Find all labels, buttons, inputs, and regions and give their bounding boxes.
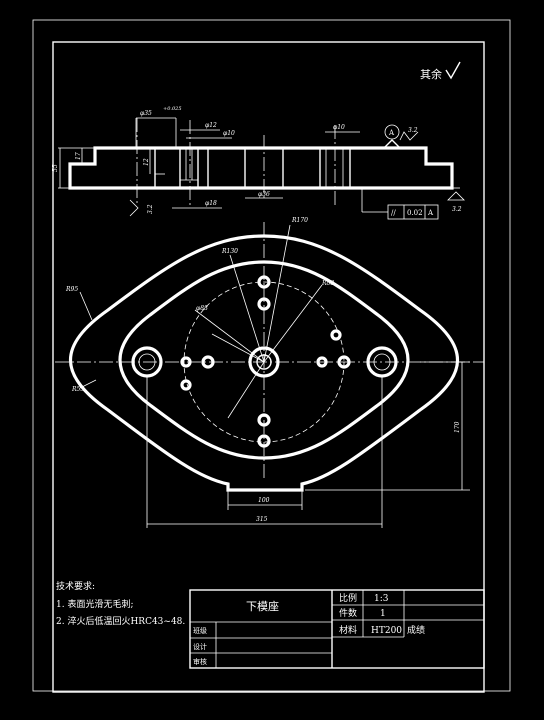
tolerance-frame (387, 204, 439, 220)
inner-contour (118, 260, 410, 460)
datum-a-label: A (388, 129, 395, 137)
qty-value: 1 (380, 609, 386, 619)
dim-r55: R55 (71, 386, 84, 393)
dim-phi12: φ12 (205, 122, 217, 129)
dowel-hole-top (257, 297, 271, 311)
roughness-bottom-icon (447, 191, 465, 201)
dim-r130: R130 (221, 248, 238, 255)
review-label: 审核 (193, 657, 207, 666)
rough-right: 3.2 (408, 127, 418, 134)
bolt-hole-left (180, 356, 192, 368)
dim-170: 170 (454, 421, 461, 433)
rough-bottom: 3.2 (452, 206, 462, 213)
bolt-hole-right-upper (330, 329, 342, 341)
roughness-left-icon (129, 199, 139, 217)
plan-view: R170 R130 R88 φ88 R95 R55 170 100 315 (55, 217, 484, 528)
dowel-hole-right (337, 355, 351, 369)
dim-100: 100 (258, 497, 270, 504)
dim-17: 17 (75, 152, 82, 160)
dim-r-circle: R88 (321, 280, 334, 287)
tol-value: 0.02 (407, 209, 423, 217)
part-name: 下模座 (246, 599, 279, 613)
class-label: 班级 (193, 626, 207, 635)
tol-ref: A (427, 209, 434, 217)
dim-phi10-right: φ10 (333, 124, 345, 131)
bolt-hole-left-lower (180, 379, 192, 391)
bolt-hole-bottom (257, 413, 271, 427)
dim-r95: R95 (65, 286, 78, 293)
roughness-check-icon (445, 61, 461, 80)
general-roughness-note: 其余 (420, 61, 461, 81)
material-value: HT200 (371, 626, 402, 636)
section-view: 55 17 12 φ35 +0.025 φ12 φ10 φ10 φ18 φ36 … (52, 106, 465, 220)
grade-label: 成绩 (407, 624, 425, 636)
dim-315: 315 (256, 516, 268, 523)
qty-label: 件数 (339, 607, 357, 619)
material-label: 材料 (339, 624, 357, 636)
dim-phi35: φ35 (140, 110, 152, 117)
dowel-hole-left (201, 355, 215, 369)
rough-left: 3.2 (147, 204, 154, 214)
scale-label: 比例 (339, 592, 357, 604)
roughness-right-icon (399, 131, 419, 141)
datum-marker (384, 124, 400, 140)
outer-border (32, 19, 511, 692)
central-bore (248, 346, 280, 378)
dim-12: 12 (143, 158, 150, 166)
tol-symbol: // (391, 209, 396, 217)
bolt-circle (183, 281, 345, 443)
dowel-hole-bottom (257, 434, 271, 448)
dim-phi88: φ88 (196, 305, 208, 312)
tech-req-2: 2. 淬火后低温回火HRC43~48. (56, 615, 185, 627)
dim-55: 55 (52, 164, 59, 172)
technical-requirements: 技术要求: 1. 表面光滑无毛刺; 2. 淬火后低温回火HRC43~48. (56, 580, 185, 627)
outer-contour (69, 234, 459, 492)
roughness-label: 其余 (420, 67, 442, 81)
dim-phi18: φ18 (205, 200, 217, 207)
bolt-hole-right (316, 356, 328, 368)
bolt-hole-top (257, 275, 271, 289)
inner-border (52, 41, 485, 693)
dim-r170: R170 (291, 217, 308, 224)
dim-phi35-tol: +0.025 (163, 106, 182, 112)
tech-req-1: 1. 表面光滑无毛刺; (56, 598, 133, 610)
tech-heading: 技术要求: (56, 580, 95, 592)
design-label: 设计 (193, 642, 207, 651)
title-block: 下模座 比例 1:3 件数 1 材料 HT200 成绩 班级 设计 审核 (189, 589, 485, 669)
scale-value: 1:3 (374, 594, 389, 604)
dim-phi10: φ10 (223, 130, 235, 137)
dim-phi36: φ36 (258, 191, 270, 198)
